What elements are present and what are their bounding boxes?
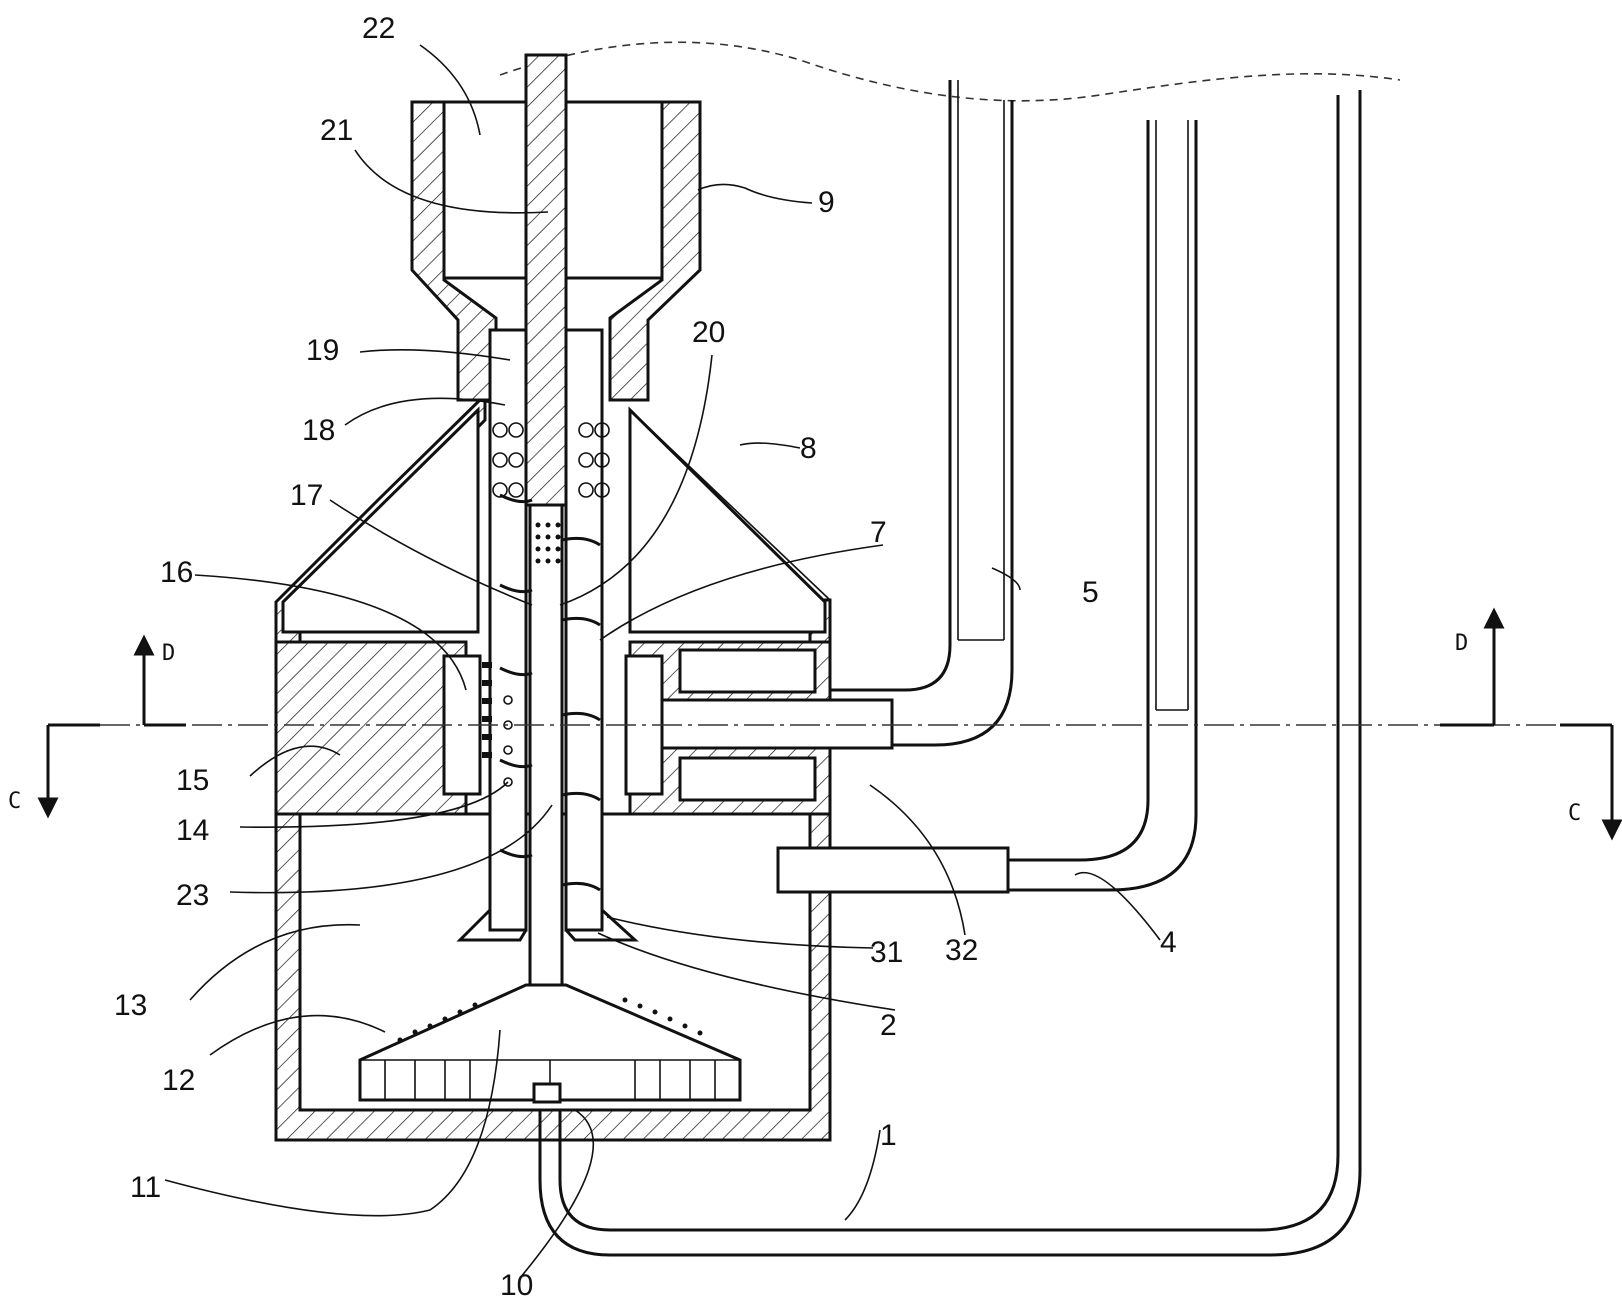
blades-12 [397,997,703,1043]
label-5: 5 [1082,576,1099,609]
label-18: 18 [302,414,335,447]
label-22: 22 [362,12,395,45]
label-17: 17 [290,479,323,512]
section-line: D D C C [8,607,1622,841]
holes-18 [492,422,610,498]
pipe-4 [776,120,1198,894]
reference-numerals: 22 21 9 19 20 18 8 17 7 16 5 15 14 23 31… [114,12,1177,1300]
label-15: 15 [176,764,209,797]
cone-8 [281,406,831,634]
label-14: 14 [176,814,209,847]
ring-chambers [442,648,817,802]
label-1: 1 [880,1119,897,1152]
section-mark-c-left: C [8,789,21,814]
label-10: 10 [500,1269,533,1300]
label-9: 9 [818,186,835,219]
label-4: 4 [1160,926,1177,959]
perforations [503,522,561,787]
label-13: 13 [114,989,147,1022]
label-20: 20 [692,316,725,349]
section-mark-d-left: D [162,641,175,666]
label-32: 32 [945,934,978,967]
label-31: 31 [870,936,903,969]
label-8: 8 [800,432,817,465]
label-12: 12 [162,1064,195,1097]
section-mark-c-right: C [1568,801,1581,826]
label-2: 2 [880,1009,897,1042]
label-23: 23 [176,879,209,912]
rotor-11 [358,983,742,1104]
screw-flights [499,493,601,892]
label-7: 7 [870,516,887,549]
label-21: 21 [320,114,353,147]
pipe-5 [660,80,1014,750]
section-mark-d-right: D [1455,631,1468,656]
central-shaft [488,53,604,987]
funnel-2 [456,908,639,942]
leader-lines [164,44,1161,1279]
pipe-1 [538,90,1362,1257]
label-19: 19 [306,334,339,367]
label-16: 16 [160,556,193,589]
label-11: 11 [130,1171,161,1204]
break-line [499,41,1401,102]
